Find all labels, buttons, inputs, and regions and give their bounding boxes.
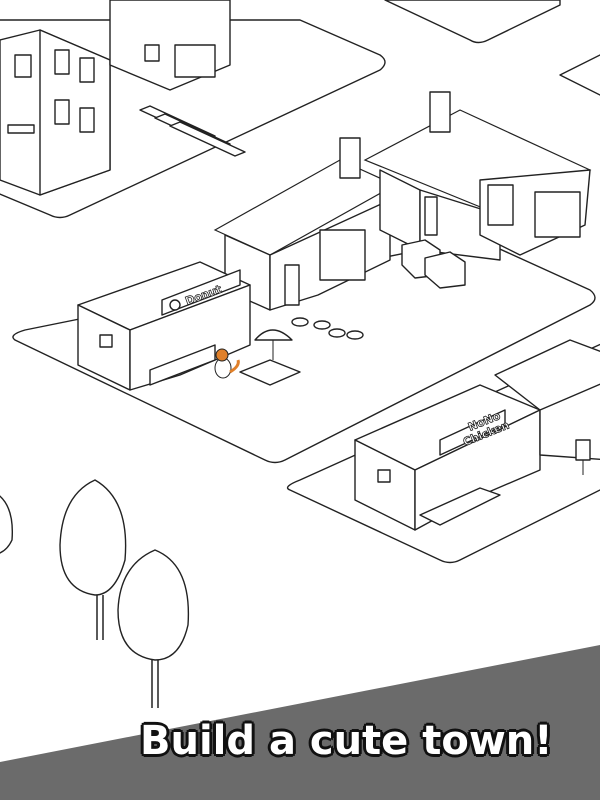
block-middle bbox=[12, 239, 596, 464]
cafe-table-umbrella bbox=[239, 329, 301, 386]
block-top-right bbox=[384, 0, 561, 44]
tree-1 bbox=[59, 479, 127, 640]
tree-2 bbox=[117, 549, 190, 708]
house-right[interactable] bbox=[363, 91, 592, 261]
block-far-right bbox=[559, 54, 600, 96]
stepping-stones bbox=[291, 317, 364, 340]
banner-background bbox=[0, 645, 600, 800]
orange-cat[interactable] bbox=[214, 348, 240, 379]
donut-shop[interactable]: Donut bbox=[77, 261, 251, 391]
tree-partial-left bbox=[0, 495, 14, 554]
house-left[interactable] bbox=[213, 137, 397, 311]
chicken-shop[interactable]: NoNo Chicken bbox=[354, 384, 541, 531]
hedges bbox=[401, 239, 466, 289]
house-top[interactable] bbox=[109, 0, 231, 91]
banner-tagline: Build a cute town! bbox=[140, 718, 553, 764]
mailbox bbox=[575, 439, 591, 475]
garden-beds bbox=[139, 105, 246, 157]
apartment-building[interactable] bbox=[0, 29, 111, 196]
